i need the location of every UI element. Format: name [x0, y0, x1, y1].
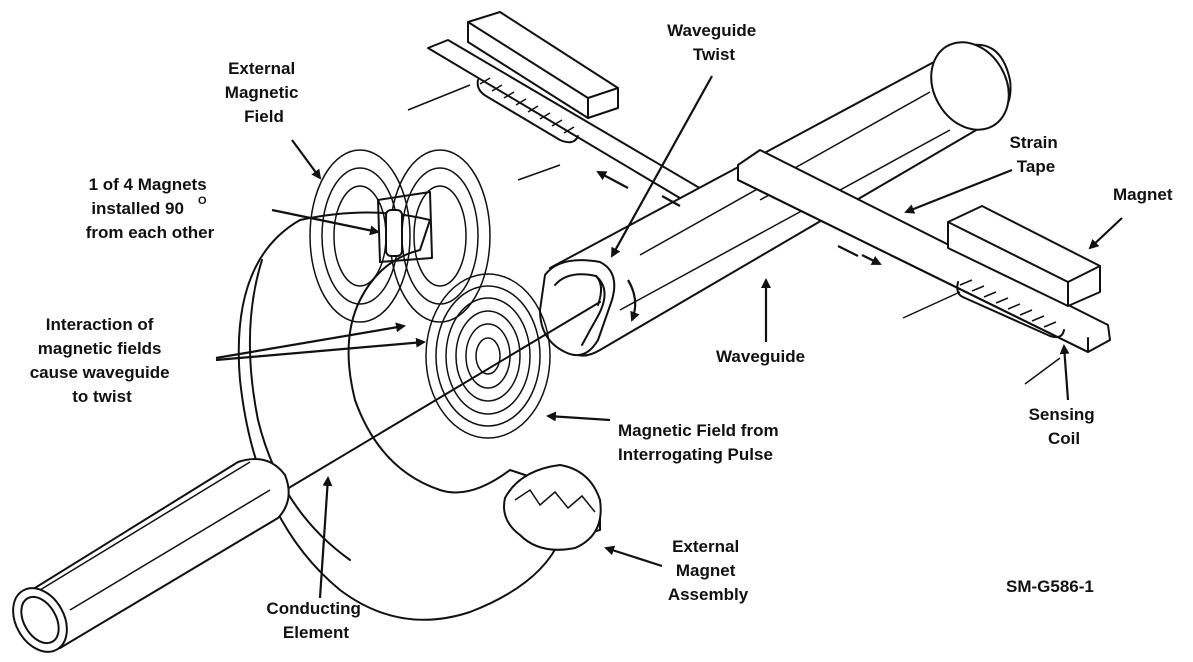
label-degree-superscript: O: [198, 195, 207, 207]
label-waveguide: Waveguide: [716, 347, 805, 366]
lower-magnet: [947, 205, 1101, 307]
label-conducting-element: Conducting Element: [266, 599, 365, 642]
arrow-external-field: [291, 139, 322, 180]
small-magnet: [377, 191, 433, 263]
arrow-strain-tape: [904, 168, 1013, 214]
arrow-sensing-coil: [1059, 344, 1070, 401]
pulse-magnetic-field-rings: [425, 273, 551, 439]
lower-strain-tape: [737, 149, 1111, 353]
label-magnets-note: 1 of 4 Magnets installed 90 from each ot…: [86, 175, 215, 242]
arrow-interaction-2: [215, 337, 426, 362]
lower-tape-direction-arrow: [861, 254, 882, 265]
upper-tape-direction-arrow: [596, 171, 629, 189]
label-interaction: Interaction of magnetic fields cause wav…: [30, 315, 175, 406]
arrow-conducting-element: [318, 476, 333, 599]
upper-magnet: [467, 11, 619, 119]
arrow-pulse-field: [546, 411, 611, 422]
label-strain-tape: Strain Tape: [1010, 133, 1063, 176]
arrow-external-magnet-assembly: [604, 545, 663, 568]
lower-coil-lead-wire: [1024, 357, 1061, 385]
lower-tape-direction-dash: [837, 245, 859, 257]
label-magnet: Magnet: [1113, 185, 1173, 204]
label-sensing-coil: Sensing Coil: [1029, 405, 1100, 448]
arrow-magnet: [1088, 217, 1123, 250]
upper-tape-lead-wire: [407, 84, 471, 111]
label-external-magnetic-field: External Magnetic Field: [225, 59, 303, 126]
external-magnet-assembly: [237, 211, 602, 621]
conducting-element-wire: [281, 301, 601, 493]
lower-tape-lead-wire: [902, 291, 961, 319]
arrow-interaction-1: [215, 322, 406, 360]
figure-code: SM-G586-1: [1006, 577, 1094, 596]
arrow-waveguide-twist: [611, 75, 713, 258]
lower-left-tube: [12, 458, 290, 653]
label-external-magnet-assembly: External Magnet Assembly: [668, 537, 749, 604]
upper-coil-lead-wire: [517, 164, 561, 181]
arrow-magnet-note: [271, 208, 380, 236]
upper-tape-direction-dash: [661, 195, 681, 207]
label-pulse-field: Magnetic Field from Interrogating Pulse: [618, 421, 783, 464]
label-waveguide-twist: Waveguide Twist: [667, 21, 761, 64]
